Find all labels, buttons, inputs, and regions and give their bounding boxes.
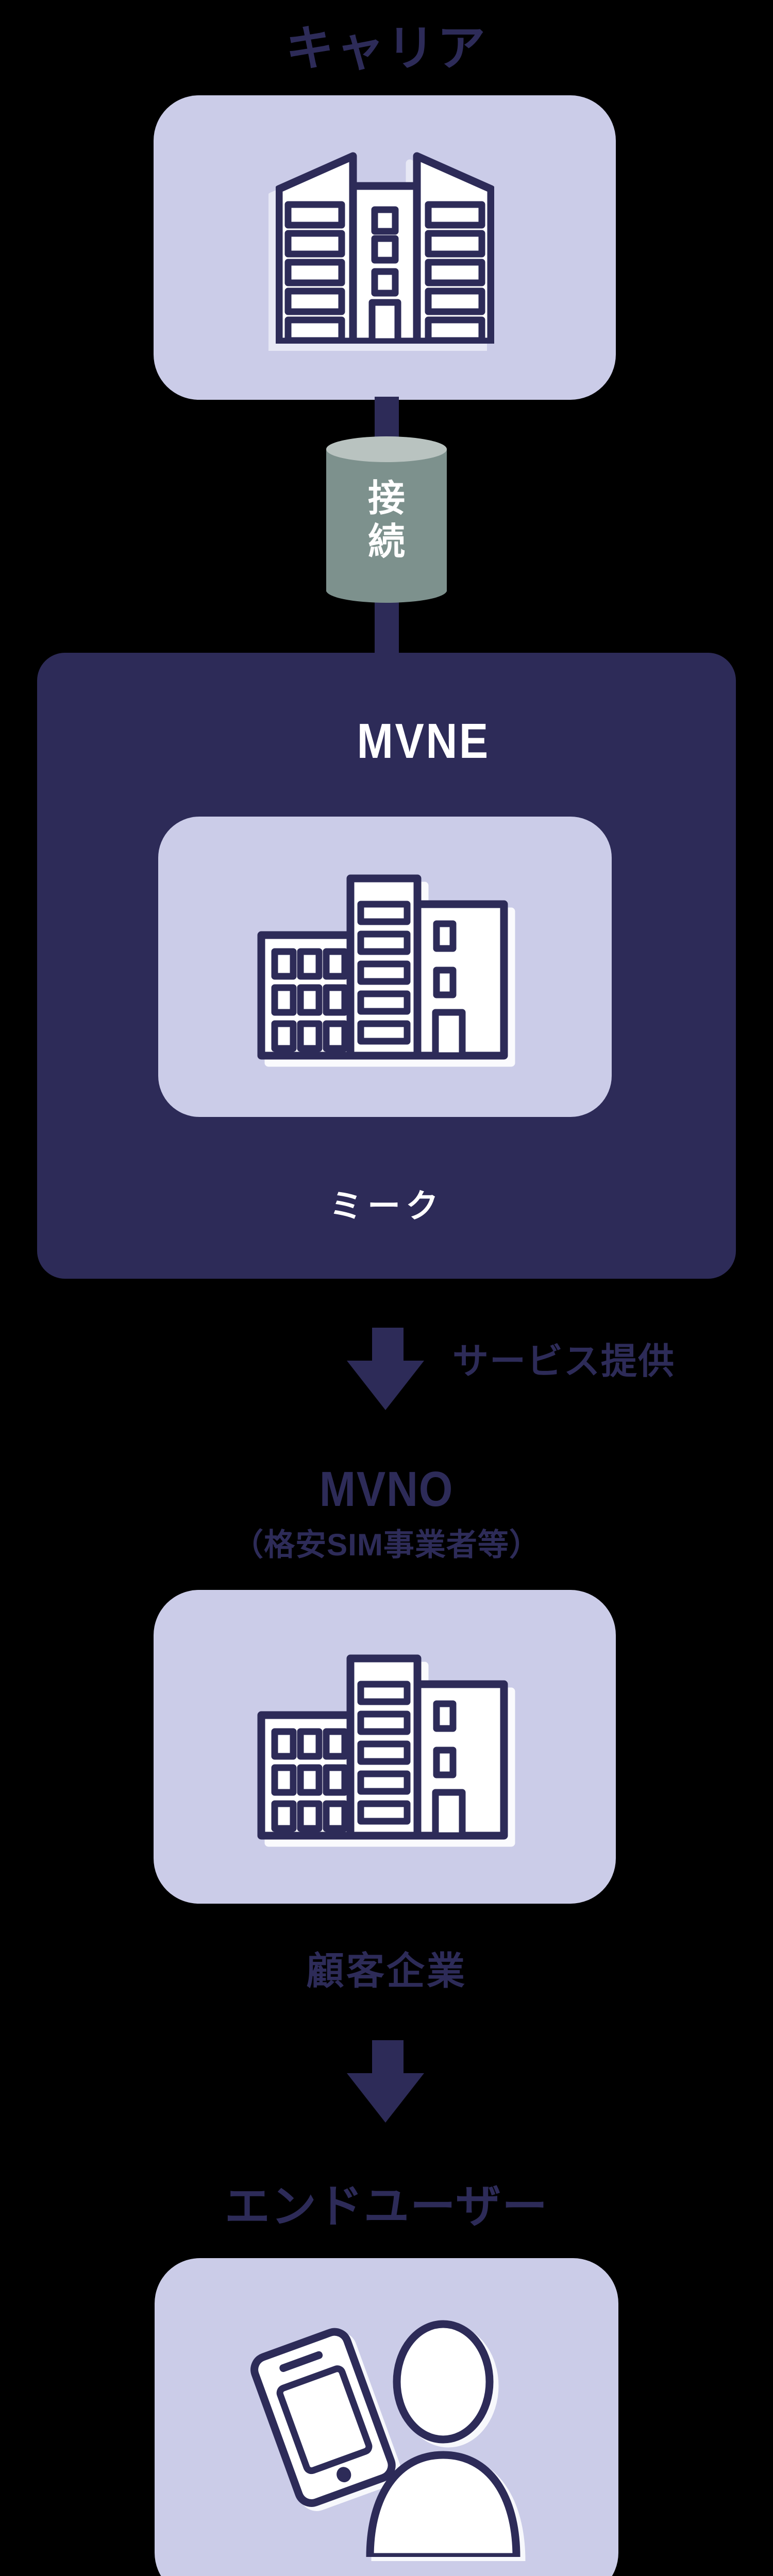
connection-pipe — [326, 436, 447, 604]
service-label: サービス提供 — [452, 1341, 675, 1381]
customer-label: 顧客企業 — [306, 1950, 467, 1992]
mvno-title-text: MVNO — [319, 1462, 454, 1517]
connection-char-2: 続 — [367, 521, 405, 563]
meeq-label: ミーク — [329, 1188, 444, 1225]
mvno-subtitle: （格安SIM事業者等） — [232, 1528, 541, 1562]
building-windows — [271, 901, 466, 1059]
carrier-title: キャリア — [285, 21, 488, 75]
down-arrow-icon — [347, 2040, 424, 2123]
connection-label: 接 続 — [326, 477, 447, 564]
mvne-title-text: MVNE — [357, 714, 491, 769]
connection-char-1: 接 — [367, 478, 405, 519]
mvne-box: MVNE — [37, 653, 736, 1279]
office-building-icon — [257, 1654, 508, 1839]
user-with-phone-icon — [250, 2320, 520, 2557]
smartphone-icon — [250, 2328, 396, 2507]
end-user-box — [155, 2258, 618, 2576]
building-windows — [271, 1681, 465, 1839]
service-arrow-icon — [347, 1328, 424, 1410]
pipe-cylinder-icon — [326, 436, 447, 603]
mvne-title: MVNE — [37, 713, 773, 770]
office-building-icon — [257, 874, 508, 1059]
carrier-building-icon — [275, 152, 494, 344]
carrier-box — [154, 95, 616, 400]
building-windows — [284, 201, 485, 344]
person-icon — [366, 2320, 520, 2557]
mvno-title: MVNO — [0, 1461, 773, 1518]
mvne-inner-box — [158, 817, 612, 1117]
end-user-title: エンドユーザー — [224, 2181, 549, 2232]
mvno-box — [154, 1590, 616, 1904]
